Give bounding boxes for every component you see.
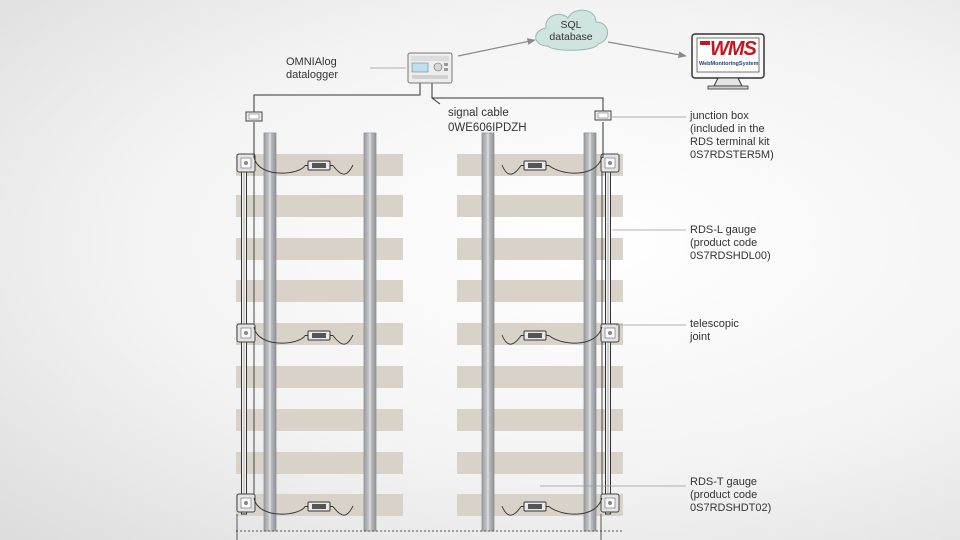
junction-box-label-line2: (included in the xyxy=(690,123,765,135)
sleeper-left-2 xyxy=(236,238,403,260)
wms-logo-text: WMS xyxy=(710,38,757,60)
gauge-cable-right-0 xyxy=(548,156,603,174)
signal-cable-label-line2: 0WE606IPDZH xyxy=(448,122,527,134)
gauge-cable-right-2 xyxy=(548,497,603,515)
gauge-cable-right-1 xyxy=(548,326,603,344)
database-label-line1: SQL xyxy=(560,19,582,31)
rds-gauge-right-0 xyxy=(521,160,549,171)
signal-cable-label-line1: signal cable xyxy=(448,107,509,119)
rds-gauge-right-2 xyxy=(521,501,549,512)
sleeper-right-7 xyxy=(457,452,623,474)
gauge-cable-left-1 xyxy=(253,326,306,344)
junction-box-left xyxy=(245,111,263,122)
gauge-cable-left-0 xyxy=(253,156,306,174)
telescopic-joint-2 xyxy=(236,493,256,513)
gauge-cable-right-tail-1 xyxy=(501,334,522,345)
sleepers xyxy=(236,154,623,516)
rdst-gauge-label: RDS-T gauge (product code 0S7RDSHDT02) xyxy=(690,476,771,515)
sleeper-right-1 xyxy=(457,195,623,217)
sleeper-right-6 xyxy=(457,409,623,431)
telescopic-joint-3 xyxy=(600,153,620,173)
telescopic-joint-label-line1: telescopic xyxy=(690,318,739,330)
gauge-cable-right-tail-2 xyxy=(501,505,522,516)
wms-monitor xyxy=(691,33,765,90)
cable-signal-label-link xyxy=(431,97,441,105)
rdsl-gauge-label: RDS-L gauge (product code 0S7RDSHDL00) xyxy=(690,224,771,263)
telescopic-joint-0 xyxy=(236,153,256,173)
wms-logo-subtitle: WebMonitoringSystem xyxy=(699,61,759,67)
gauge-cable-left-tail-1 xyxy=(332,334,354,345)
gauge-cable-left-2 xyxy=(253,497,306,515)
database-label-line2: database xyxy=(549,31,593,43)
sql-database-cloud xyxy=(535,9,608,51)
rds-gauge-left-0 xyxy=(305,160,333,171)
rds-gauge-left-1 xyxy=(305,330,333,341)
datalogger-label: OMNIAlog datalogger xyxy=(286,56,338,82)
rds-gauge-left-2 xyxy=(305,501,333,512)
signal-cables xyxy=(253,82,604,158)
junction-box-label: junction box (included in the RDS termin… xyxy=(690,110,774,162)
datalogger-device xyxy=(407,52,453,84)
instruments xyxy=(236,153,620,540)
telescopic-joint-1 xyxy=(236,323,256,343)
datalogger-label-line1: OMNIAlog xyxy=(286,56,337,68)
datalogger-label-line2: datalogger xyxy=(286,69,338,81)
junction-box-label-line3: RDS terminal kit xyxy=(690,136,770,148)
sleeper-left-1 xyxy=(236,195,403,217)
sleeper-right-3 xyxy=(457,280,623,302)
junction-box-right xyxy=(594,110,612,121)
rdsl-gauge-label-line2: (product code xyxy=(690,237,758,249)
telescopic-joint-label-line2: joint xyxy=(690,331,711,343)
gauge-cable-right-tail-0 xyxy=(501,164,522,175)
rdsl-gauge-label-line3: 0S7RDSHDL00) xyxy=(690,250,771,262)
rdst-gauge-label-line3: 0S7RDSHDT02) xyxy=(690,502,772,514)
arrow-database-to-wms xyxy=(607,41,687,58)
telescopic-joint-4 xyxy=(600,323,620,343)
database-label: SQL database xyxy=(543,19,599,43)
gauge-cable-left-tail-2 xyxy=(332,505,354,516)
rds-gauge-right-1 xyxy=(521,330,549,341)
gauge-cable-left-tail-0 xyxy=(332,164,354,175)
rdst-gauge-label-line1: RDS-T gauge xyxy=(690,476,758,488)
signal-cable-label: signal cable 0WE606IPDZH xyxy=(448,106,527,136)
sleeper-left-7 xyxy=(236,452,403,474)
sleeper-left-6 xyxy=(236,409,403,431)
sleeper-right-5 xyxy=(457,366,623,388)
arrow-logger-to-database xyxy=(457,38,536,57)
telescopic-joint-5 xyxy=(600,493,620,513)
rdsl-gauge-label-line1: RDS-L gauge xyxy=(690,224,757,236)
sleeper-right-2 xyxy=(457,238,623,260)
rdsl-rod-left xyxy=(236,163,247,540)
junction-box-label-line4: 0S7RDSTER5M) xyxy=(690,149,774,161)
junction-box-label-line1: junction box xyxy=(690,110,749,122)
cable-right-to-logger xyxy=(431,82,604,112)
cable-left-to-logger xyxy=(253,82,421,116)
telescopic-joint-label: telescopic joint xyxy=(690,318,739,344)
sleeper-left-3 xyxy=(236,280,403,302)
rdst-gauge-label-line2: (product code xyxy=(690,489,758,501)
sleeper-left-5 xyxy=(236,366,403,388)
